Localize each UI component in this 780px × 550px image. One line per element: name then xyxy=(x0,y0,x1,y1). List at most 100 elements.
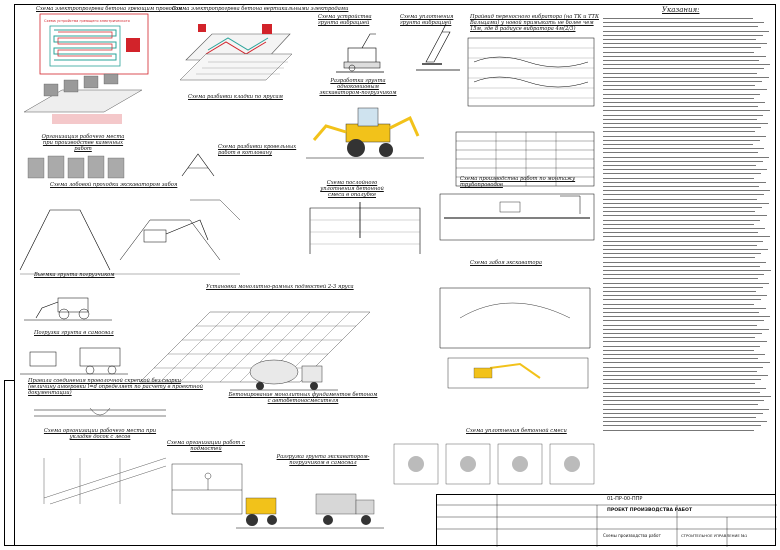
scaffold-work-drawing xyxy=(171,463,243,515)
caption-s10: Схема лобовой проходки экскаватором забо… xyxy=(50,182,178,188)
notes-line xyxy=(603,286,763,288)
caption-s21: Разгрузка грунта экскаватором-погрузчико… xyxy=(276,454,370,466)
caption-s16: Погрузка грунта в самосвал xyxy=(34,330,114,336)
notes-line xyxy=(603,194,764,196)
notes-line xyxy=(603,81,762,82)
notes-line xyxy=(603,207,762,208)
notes-line xyxy=(603,223,754,225)
compaction-table xyxy=(455,131,595,187)
notes-line xyxy=(603,249,768,250)
loader-excavation-drawing xyxy=(24,297,112,321)
notes-line xyxy=(603,102,765,103)
caption-s4: Схема уплотнения грунта вибрацией xyxy=(400,14,454,26)
notes-line xyxy=(603,106,759,108)
notes-line xyxy=(603,51,755,53)
notes-line xyxy=(603,270,771,271)
pipeline-installation-drawing xyxy=(439,193,595,241)
soil-vibrator-drawing xyxy=(336,33,384,73)
caption-s18: Правила соединения проволочной скрепкой … xyxy=(28,378,203,396)
excavator-face-drawing xyxy=(439,287,591,389)
notes-line xyxy=(603,68,764,70)
front-excavation-drawing xyxy=(19,199,241,275)
notes-line xyxy=(603,202,769,204)
caption-s1: Схема электропрогрева бетона греющим про… xyxy=(36,6,183,12)
notes-line xyxy=(603,295,768,297)
notes-line xyxy=(603,39,756,40)
compaction-layers-diagram xyxy=(467,37,595,107)
notes-line xyxy=(603,362,770,364)
wire-tie-drawing xyxy=(34,407,166,417)
title-sheet-name: Схемы производства работ xyxy=(603,533,661,538)
caption-s8: Разработка грунта одноковшовым экскавато… xyxy=(319,78,397,96)
notes-line xyxy=(603,173,761,175)
notes-line xyxy=(603,412,763,414)
caption-s7: Схема разбивки кладки по ярусам xyxy=(188,94,283,100)
notes-line xyxy=(603,186,759,187)
notes-line xyxy=(603,72,758,74)
notes-line xyxy=(603,370,757,372)
excavator-loader-drawing xyxy=(306,107,424,159)
notes-line xyxy=(603,55,766,57)
caption-s6: Организация рабочего места при производс… xyxy=(41,134,125,152)
notes-line xyxy=(603,244,757,246)
notes-line xyxy=(603,366,764,368)
notes-line xyxy=(603,89,767,91)
caption-s13: Выемка грунта погрузчиком xyxy=(34,272,115,278)
notes-line xyxy=(603,139,760,141)
notes-line xyxy=(603,387,767,389)
bricks-stack-drawing xyxy=(27,155,125,179)
board-laying-drawing xyxy=(43,457,167,505)
heating-wire-diagram: Схема устройства греющего электрического xyxy=(39,13,149,75)
notes-line xyxy=(603,261,767,263)
caption-s22: Схема уплотнения бетонной смеси xyxy=(466,428,567,434)
notes-line xyxy=(603,408,770,410)
notes-line xyxy=(603,169,768,171)
notes-line xyxy=(603,18,753,19)
notes-line xyxy=(603,240,764,242)
notes-line xyxy=(603,190,771,192)
notes-line xyxy=(603,165,756,166)
notes-line xyxy=(603,396,771,397)
concrete-layers-drawing xyxy=(309,202,421,254)
notes-line xyxy=(603,333,762,334)
notes-line xyxy=(603,110,770,112)
masonry-tiers-drawing xyxy=(179,53,293,81)
notes-line xyxy=(603,76,769,78)
notes-line xyxy=(603,85,756,87)
notes-line xyxy=(603,22,765,24)
notes-line xyxy=(603,404,758,406)
notes-line xyxy=(603,211,756,213)
notes-line xyxy=(603,135,767,137)
notes-line xyxy=(603,312,759,313)
notes-line xyxy=(603,26,758,28)
notes-line xyxy=(603,30,770,32)
notes-line xyxy=(603,349,754,351)
caption-s11: Схема послойного уплотнения бетонной сме… xyxy=(320,180,384,198)
roof-pit-drawing xyxy=(181,153,215,177)
notes-line xyxy=(603,320,764,322)
caption-s17: Бетонирование монолитных фундаментов бет… xyxy=(228,392,378,404)
notes-line xyxy=(603,156,770,158)
notes-line xyxy=(603,93,761,95)
notes-line xyxy=(603,47,761,49)
loader-dump-truck-drawing xyxy=(236,493,384,529)
notes-line xyxy=(603,345,761,347)
notes-line xyxy=(603,341,767,343)
notes-line xyxy=(603,144,753,145)
notes-line xyxy=(603,60,759,61)
notes-line xyxy=(603,236,770,238)
notes-line xyxy=(603,123,768,124)
title-code: 01-ПР-00-ППР xyxy=(607,496,643,502)
notes-line xyxy=(603,34,763,36)
caption-s20: Схема организации работ с подмостей xyxy=(167,440,245,452)
notes-line xyxy=(603,257,755,259)
notes-line xyxy=(603,400,765,402)
notes-line xyxy=(603,303,755,305)
title-project: ПРОЕКТ ПРОИЗВОДСТВА РАБОТ xyxy=(607,508,693,513)
notes-line xyxy=(603,375,768,376)
caption-s19: Схема организации рабочего места при укл… xyxy=(43,428,157,440)
concrete-mixer-drawing xyxy=(230,359,338,391)
notes-line xyxy=(603,358,759,360)
notes-line xyxy=(603,383,755,385)
notes-line xyxy=(603,97,754,99)
